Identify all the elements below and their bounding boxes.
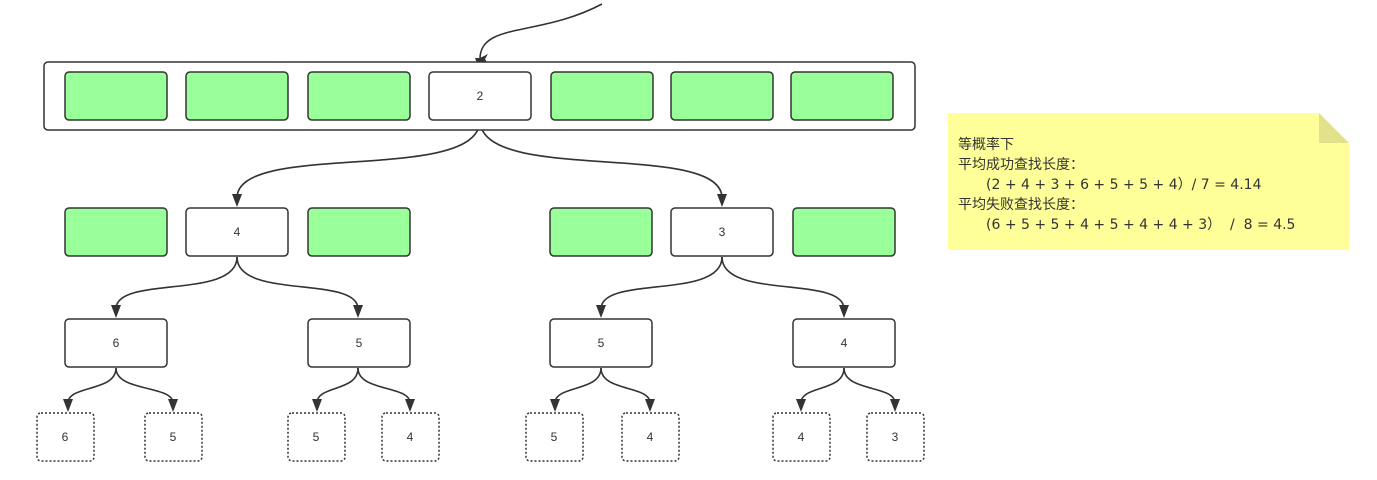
leaf-node-7 — [772, 412, 831, 462]
node-l2-c-label: 5 — [598, 336, 605, 350]
edge-root-left — [236, 119, 481, 199]
edge-5-leaf3 — [316, 367, 359, 404]
edge-5b-leaf5 — [554, 367, 602, 404]
sticky-note: 等概率下 平均成功查找长度： (2 + 4 + 3 + 6 + 5 + 5 + … — [948, 113, 1349, 250]
cell-filled — [64, 207, 168, 257]
arrowhead — [717, 194, 727, 207]
edge-root-right — [479, 119, 723, 199]
arrowhead — [596, 305, 606, 318]
note-content: 等概率下 平均成功查找长度： (2 + 4 + 3 + 6 + 5 + 5 + … — [958, 135, 1295, 235]
edge-4b-leaf8 — [843, 367, 896, 404]
node-l2-d — [792, 318, 896, 368]
node-l2-a — [64, 318, 168, 368]
note-fail-formula: (6 + 5 + 5 + 4 + 5 + 4 + 4 + 3） / 8 = 4.… — [986, 217, 1296, 233]
leaf-node-5-label: 5 — [551, 430, 558, 444]
arrowhead — [111, 305, 121, 318]
leaf-node-8 — [866, 412, 925, 462]
edge-3-5 — [600, 256, 723, 310]
array-cell-filled — [670, 71, 774, 121]
leaf-node-2-label: 5 — [170, 430, 177, 444]
cell-filled — [549, 207, 653, 257]
arrowhead — [168, 399, 178, 412]
node-l1-left — [185, 207, 289, 257]
note-title: 等概率下 — [958, 137, 1014, 153]
arrowhead — [890, 399, 900, 412]
array-cell-filled — [550, 71, 654, 121]
leaf-node-2 — [144, 412, 203, 462]
node-root-label: 2 — [477, 89, 484, 103]
array-cell-filled — [790, 71, 894, 121]
arrowhead — [645, 399, 655, 412]
node-l2-b — [307, 318, 411, 368]
node-l2-d-label: 4 — [841, 336, 848, 350]
leaf-node-6-label: 4 — [647, 430, 654, 444]
edges — [67, 3, 896, 404]
leaf-node-1 — [36, 412, 95, 462]
array-cell-filled — [307, 71, 411, 121]
leaf-node-4-label: 4 — [407, 430, 414, 444]
edge-6-leaf2 — [115, 367, 174, 404]
leaf-node-7-label: 4 — [798, 430, 805, 444]
node-l2-a-label: 6 — [113, 336, 120, 350]
node-l1-right-label: 3 — [719, 225, 726, 239]
arrowhead — [63, 399, 73, 412]
arrowhead — [839, 305, 849, 318]
arrowhead — [232, 194, 242, 207]
arrowhead — [550, 399, 560, 412]
note-fail-label: 平均失败查找长度： — [958, 197, 1084, 213]
node-l1-left-label: 4 — [234, 225, 241, 239]
arrowhead — [312, 399, 322, 412]
edge-4-6 — [115, 256, 238, 310]
arrowhead — [405, 399, 415, 412]
node-root — [428, 71, 532, 121]
arrowhead — [353, 305, 363, 318]
array-cell-filled — [64, 71, 168, 121]
leaf-node-1-label: 6 — [62, 430, 69, 444]
leaf-node-3 — [287, 412, 346, 462]
leaf-node-3-label: 5 — [313, 430, 320, 444]
edge-6-leaf1 — [67, 367, 117, 404]
cell-filled — [307, 207, 411, 257]
note-success-formula: (2 + 4 + 3 + 6 + 5 + 5 + 4）/ 7 = 4.14 — [986, 177, 1262, 193]
edge-4-5 — [236, 256, 359, 310]
note-success-label: 平均成功查找长度： — [958, 157, 1084, 173]
leaf-node-5 — [525, 412, 584, 462]
leaf-node-8-label: 3 — [892, 430, 899, 444]
array-cell-filled — [185, 71, 289, 121]
leaf-node-4 — [381, 412, 440, 462]
entry-arrow — [478, 3, 603, 65]
edge-5-leaf4 — [357, 367, 411, 404]
edge-4b-leaf7 — [800, 367, 845, 404]
note-fold-corner — [1319, 113, 1349, 143]
edge-3-4 — [721, 256, 845, 310]
leaf-node-6 — [621, 412, 680, 462]
node-l1-right — [670, 207, 774, 257]
edge-5b-leaf6 — [600, 367, 651, 404]
arrowhead — [796, 399, 806, 412]
node-l2-c — [549, 318, 653, 368]
cell-filled — [792, 207, 896, 257]
arrowheads — [63, 58, 900, 412]
node-l2-b-label: 5 — [356, 336, 363, 350]
